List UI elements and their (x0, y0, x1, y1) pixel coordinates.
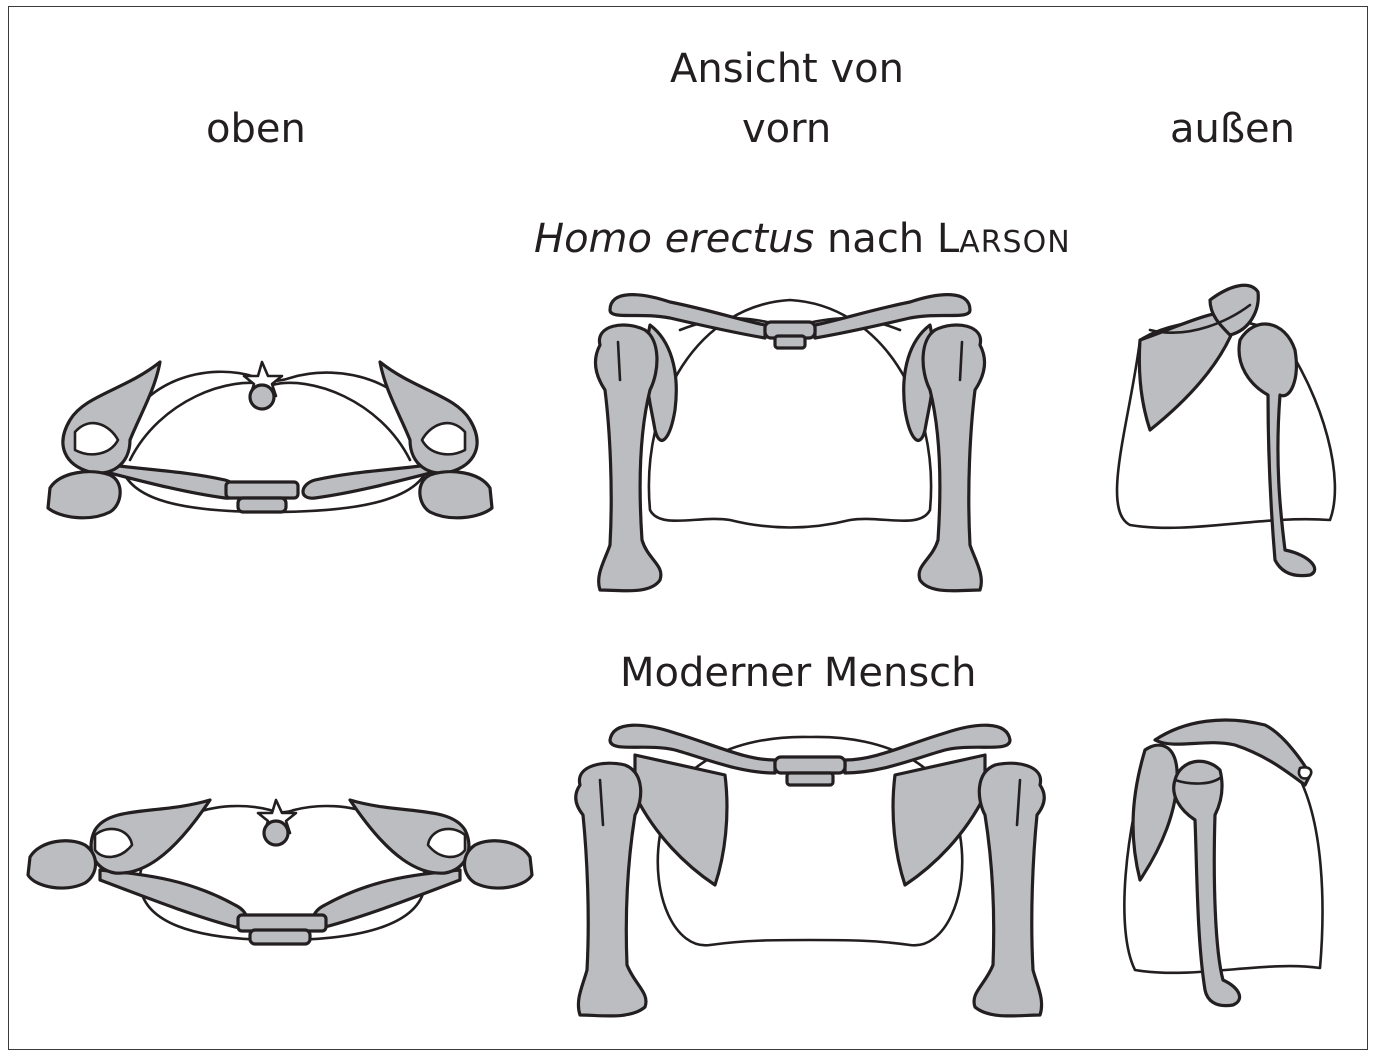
column-label-front-view: vorn (742, 106, 831, 152)
row-title-homo-erectus: Homo erectus nach LARSON (534, 216, 1071, 262)
header-title: Ansicht von (98, 46, 1378, 92)
homo-erectus-side-view (1110, 280, 1350, 580)
author-initial: L (937, 216, 959, 262)
modern-human-top-view (20, 775, 540, 955)
species-name: Homo erectus (534, 216, 814, 262)
row-title-modern-human: Moderner Mensch (620, 650, 977, 696)
modern-human-front-view (565, 715, 1055, 1025)
row-title-middle: nach (814, 216, 937, 262)
author-rest: ARSON (959, 225, 1070, 260)
homo-erectus-front-view (580, 280, 1000, 610)
column-label-top-view: oben (206, 106, 306, 152)
homo-erectus-top-view (30, 340, 510, 540)
modern-human-side-view (1115, 710, 1335, 1010)
column-label-side-view: außen (1170, 106, 1295, 152)
